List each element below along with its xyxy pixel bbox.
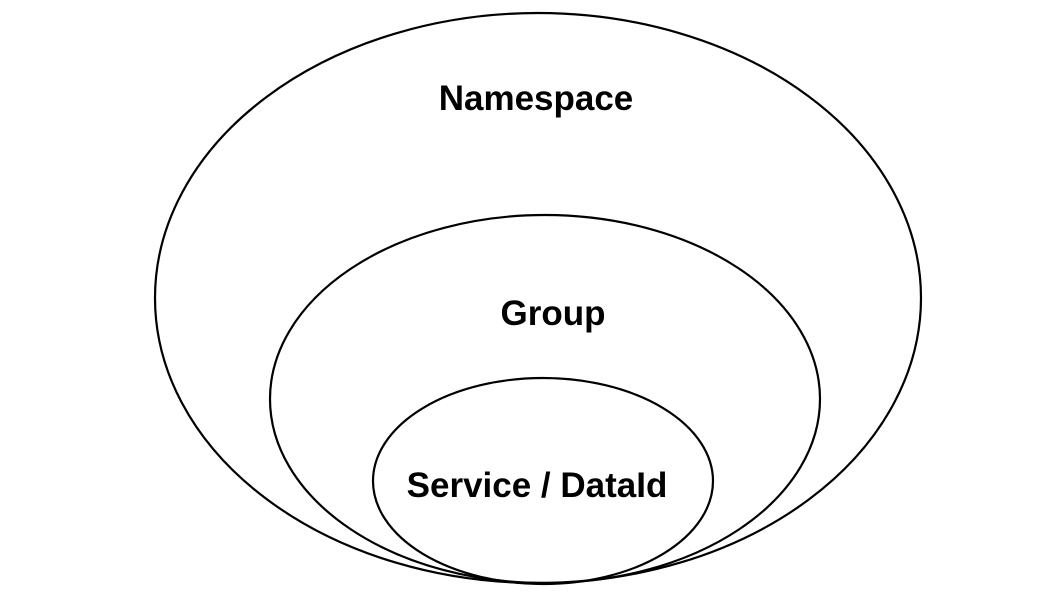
service-dataid-ellipse: [371, 376, 715, 586]
group-label: Group: [501, 294, 606, 333]
service-dataid-label: Service / DataId: [407, 466, 668, 505]
namespace-label: Namespace: [439, 79, 634, 118]
